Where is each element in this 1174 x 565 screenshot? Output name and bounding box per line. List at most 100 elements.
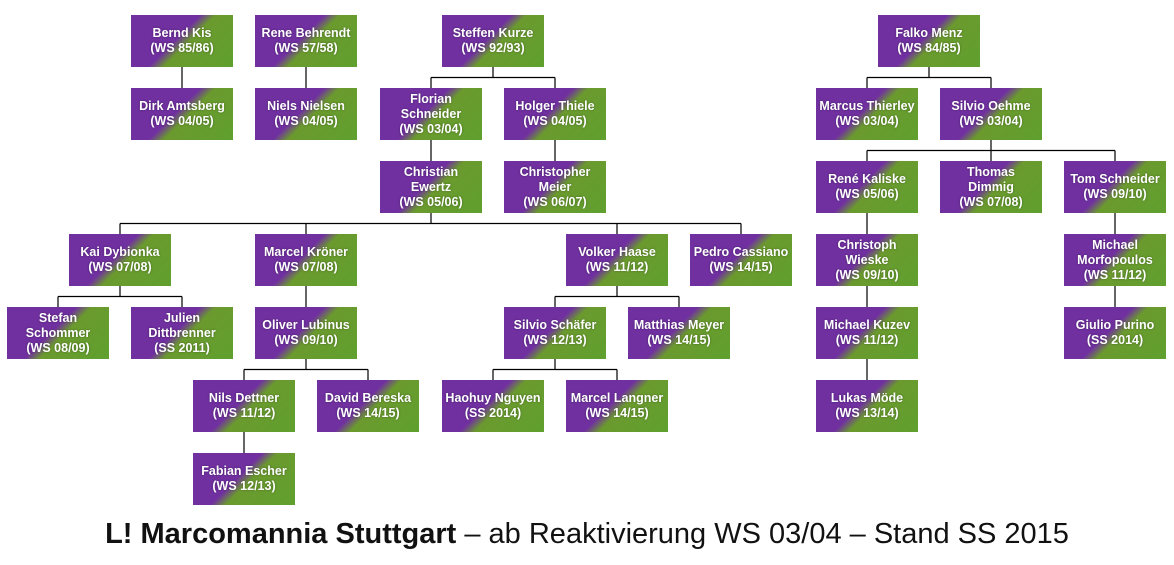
member-box: Steffen Kurze(WS 92/93): [442, 15, 544, 67]
member-semester: (WS 07/08): [88, 260, 152, 274]
member-name: Matthias Meyer: [633, 318, 725, 332]
member-name: Falko Menz: [895, 26, 963, 40]
member-name: Christian Ewertz: [403, 164, 459, 194]
member-semester: (SS 2014): [464, 406, 522, 420]
member-box: Niels Nielsen(WS 04/05): [255, 88, 357, 140]
member-semester: (WS 06/07): [523, 194, 587, 209]
member-semester: (WS 05/06): [835, 187, 899, 201]
member-box: Julien Dittbrenner(SS 2011): [131, 307, 233, 359]
member-box: Tom Schneider(WS 09/10): [1064, 161, 1166, 213]
member-box: Christoph Wieske(WS 09/10): [816, 234, 918, 286]
member-semester: (WS 04/05): [150, 114, 214, 128]
member-box: Giulio Purino(SS 2014): [1064, 307, 1166, 359]
member-name: Holger Thiele: [515, 99, 595, 113]
member-semester: (WS 03/04): [959, 114, 1023, 128]
member-semester: (WS 09/10): [1083, 187, 1147, 201]
member-semester: (WS 11/12): [835, 333, 899, 347]
member-semester: (WS 03/04): [399, 121, 463, 136]
member-name: Julien Dittbrenner: [148, 310, 216, 340]
member-name: Oliver Lubinus: [262, 318, 350, 332]
member-name: Bernd Kis: [152, 26, 212, 40]
member-name: Marcus Thierley: [819, 99, 915, 113]
member-box: Bernd Kis(WS 85/86): [131, 15, 233, 67]
member-name: Silvio Oehme: [951, 99, 1031, 113]
member-box: David Bereska(WS 14/15): [317, 380, 419, 432]
member-semester: (WS 04/05): [523, 114, 587, 128]
member-semester: (WS 13/14): [835, 406, 899, 420]
member-semester: (WS 04/05): [274, 114, 338, 128]
member-box: Falko Menz(WS 84/85): [878, 15, 980, 67]
member-name: Lukas Möde: [830, 391, 904, 405]
member-semester: (WS 14/15): [709, 260, 773, 274]
member-semester: (SS 2011): [154, 340, 210, 355]
member-box: Pedro Cassiano(WS 14/15): [690, 234, 792, 286]
member-name: David Bereska: [324, 391, 412, 405]
member-box: Marcel Langner(WS 14/15): [566, 380, 668, 432]
member-semester: (WS 03/04): [835, 114, 899, 128]
member-box: René Kaliske(WS 05/06): [816, 161, 918, 213]
member-name: Michael Kuzev: [823, 318, 911, 332]
member-semester: (WS 85/86): [150, 41, 214, 55]
member-name: Stefan Schommer: [25, 310, 91, 340]
member-name: Pedro Cassiano: [693, 245, 789, 259]
member-semester: (WS 14/15): [336, 406, 400, 420]
member-name: René Kaliske: [828, 172, 906, 186]
member-box: Stefan Schommer(WS 08/09): [7, 307, 109, 359]
member-name: Thomas Dimmig: [967, 164, 1015, 194]
member-semester: (WS 11/12): [212, 406, 276, 420]
member-name: Dirk Amtsberg: [139, 99, 225, 113]
member-semester: (WS 09/10): [274, 333, 338, 347]
member-semester: (WS 12/13): [523, 333, 587, 347]
member-box: Marcel Kröner(WS 07/08): [255, 234, 357, 286]
member-name: Christopher Meier: [519, 164, 591, 194]
member-box: Matthias Meyer(WS 14/15): [628, 307, 730, 359]
member-box: Oliver Lubinus(WS 09/10): [255, 307, 357, 359]
member-box: Dirk Amtsberg(WS 04/05): [131, 88, 233, 140]
member-box: Michael Kuzev(WS 11/12): [816, 307, 918, 359]
member-box: Rene Behrendt(WS 57/58): [255, 15, 357, 67]
member-box: Thomas Dimmig(WS 07/08): [940, 161, 1042, 213]
member-semester: (WS 07/08): [274, 260, 338, 274]
member-name: Marcel Langner: [570, 391, 664, 405]
member-box: Haohuy Nguyen(SS 2014): [442, 380, 544, 432]
member-box: Christian Ewertz(WS 05/06): [380, 161, 482, 213]
member-name: Steffen Kurze: [452, 26, 534, 40]
caption-bold: L! Marcomannia Stuttgart: [105, 518, 457, 550]
member-name: Rene Behrendt: [261, 26, 351, 40]
member-semester: (SS 2014): [1086, 333, 1144, 347]
member-semester: (WS 92/93): [461, 41, 525, 55]
member-semester: (WS 14/15): [585, 406, 649, 420]
member-box: Kai Dybionka(WS 07/08): [69, 234, 171, 286]
member-name: Marcel Kröner: [263, 245, 349, 259]
member-name: Fabian Escher: [201, 464, 287, 478]
member-name: Florian Schneider: [400, 91, 462, 121]
member-box: Florian Schneider(WS 03/04): [380, 88, 482, 140]
member-semester: (WS 57/58): [274, 41, 338, 55]
member-box: Silvio Schäfer(WS 12/13): [504, 307, 606, 359]
member-name: Michael Morfopoulos: [1077, 237, 1153, 267]
member-semester: (WS 11/12): [585, 260, 649, 274]
member-name: Giulio Purino: [1075, 318, 1155, 332]
member-semester: (WS 12/13): [212, 479, 276, 493]
member-box: Nils Dettner(WS 11/12): [193, 380, 295, 432]
member-name: Christoph Wieske: [837, 237, 897, 267]
member-box: Marcus Thierley(WS 03/04): [816, 88, 918, 140]
member-name: Nils Dettner: [208, 391, 280, 405]
member-semester: (WS 14/15): [647, 333, 711, 347]
member-name: Haohuy Nguyen: [445, 391, 541, 405]
member-box: Lukas Möde(WS 13/14): [816, 380, 918, 432]
caption-rest: – ab Reaktivierung WS 03/04 – Stand SS 2…: [456, 518, 1069, 550]
member-semester: (WS 11/12): [1083, 267, 1147, 282]
member-box: Fabian Escher(WS 12/13): [193, 453, 295, 505]
member-box: Christopher Meier(WS 06/07): [504, 161, 606, 213]
member-semester: (WS 08/09): [26, 340, 90, 355]
member-box: Volker Haase(WS 11/12): [566, 234, 668, 286]
caption: L! Marcomannia Stuttgart – ab Reaktivier…: [0, 518, 1174, 551]
member-box: Holger Thiele(WS 04/05): [504, 88, 606, 140]
member-name: Kai Dybionka: [80, 245, 160, 259]
member-name: Niels Nielsen: [267, 99, 345, 113]
member-semester: (WS 84/85): [897, 41, 961, 55]
member-box: Michael Morfopoulos(WS 11/12): [1064, 234, 1166, 286]
